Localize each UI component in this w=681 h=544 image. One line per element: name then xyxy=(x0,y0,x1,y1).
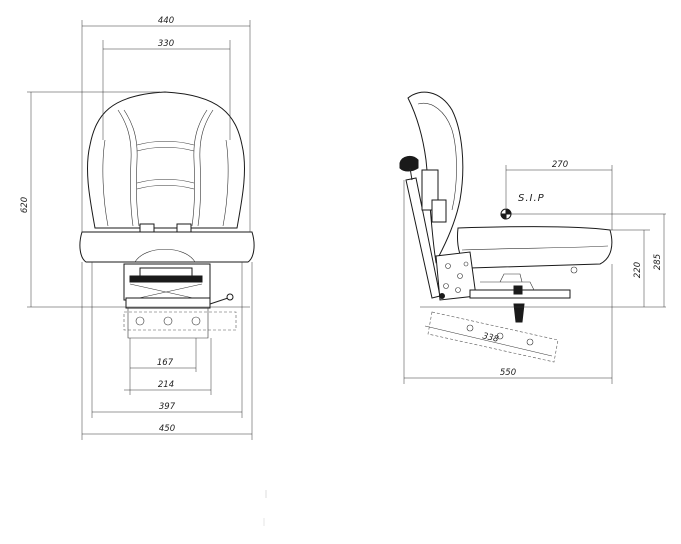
dim-550-text: 550 xyxy=(500,368,516,378)
tilted-mount-dashed xyxy=(427,311,559,363)
backrest-bolster-left xyxy=(102,139,109,227)
dim-330-text: 330 xyxy=(158,39,174,49)
dim-220-text: 220 xyxy=(633,262,643,278)
tilt-bolt-2 xyxy=(496,332,504,340)
backrest-hinge-right xyxy=(176,223,192,233)
sip-point-quadrant xyxy=(505,208,512,215)
dim-450-text: 450 xyxy=(159,424,175,434)
cushion-corner-bolt xyxy=(570,266,578,274)
backrest-outline xyxy=(86,91,246,229)
backrest-cross-top xyxy=(136,140,195,146)
dim-338-text: 338 xyxy=(481,331,500,345)
backrest-cross-mid2 xyxy=(136,184,195,190)
suspension-base xyxy=(129,275,203,283)
tilt-bolt-1 xyxy=(466,324,474,332)
backrest-hinge-left xyxy=(139,223,155,233)
slide-bolt-2 xyxy=(163,316,173,326)
seat-cushion-side-seam xyxy=(461,245,609,251)
dim-440-text: 440 xyxy=(158,16,174,26)
backrest-stitch-right-inner xyxy=(191,109,208,227)
backrest-cross-mid xyxy=(136,178,195,184)
front-view: 440 330 620 167 214 397 450 xyxy=(20,16,255,440)
adjust-lever xyxy=(209,297,229,305)
seat-cushion-contour xyxy=(134,249,196,263)
backrest-stitch-left-inner xyxy=(123,109,140,227)
dim-338-line xyxy=(424,325,553,357)
side-view: S.I.P 270 220 285 338 550 xyxy=(399,91,666,384)
adjust-lever-knob xyxy=(226,293,234,301)
dim-167-text: 167 xyxy=(157,358,174,368)
mount-plate xyxy=(127,308,209,339)
seat-cushion-side xyxy=(457,226,613,269)
tilt-bolt-3 xyxy=(526,338,534,346)
suspension-linkage xyxy=(129,283,203,301)
side-rail-mech xyxy=(480,273,535,291)
plate-hole-1 xyxy=(445,263,451,269)
recline-handle-stem xyxy=(409,167,413,181)
backrest-stitch-right xyxy=(197,109,214,227)
slide-rail-dashed xyxy=(123,311,237,331)
backrest-cross-top2 xyxy=(136,146,195,152)
sip-label: S.I.P xyxy=(518,193,545,204)
backrest-bolster-right xyxy=(222,139,229,227)
hinge-bracket-2 xyxy=(431,199,447,223)
sip-point-quadrant-2 xyxy=(500,213,507,220)
plate-hole-3 xyxy=(443,283,449,289)
dim-270-text: 270 xyxy=(552,160,568,170)
plate-hole-2 xyxy=(457,273,463,279)
plate-hole-4 xyxy=(455,287,461,293)
adjust-knob-side xyxy=(513,303,525,323)
backrest-stitch-left xyxy=(117,109,134,227)
dim-214-text: 214 xyxy=(158,380,174,390)
suspension-lower xyxy=(125,297,211,309)
seat-cushion-front xyxy=(79,231,255,263)
recline-handle xyxy=(399,155,419,172)
dim-620-text: 620 xyxy=(20,197,30,213)
dim-397-text: 397 xyxy=(159,402,176,412)
slide-bolt-3 xyxy=(191,316,201,326)
backrest-side-inner xyxy=(417,102,457,211)
slide-bolt-1 xyxy=(135,316,145,326)
adjust-spring-knob xyxy=(513,285,523,295)
plate-pivot xyxy=(439,293,445,299)
plate-hole-5 xyxy=(463,261,469,267)
dim-285-text: 285 xyxy=(653,254,663,270)
